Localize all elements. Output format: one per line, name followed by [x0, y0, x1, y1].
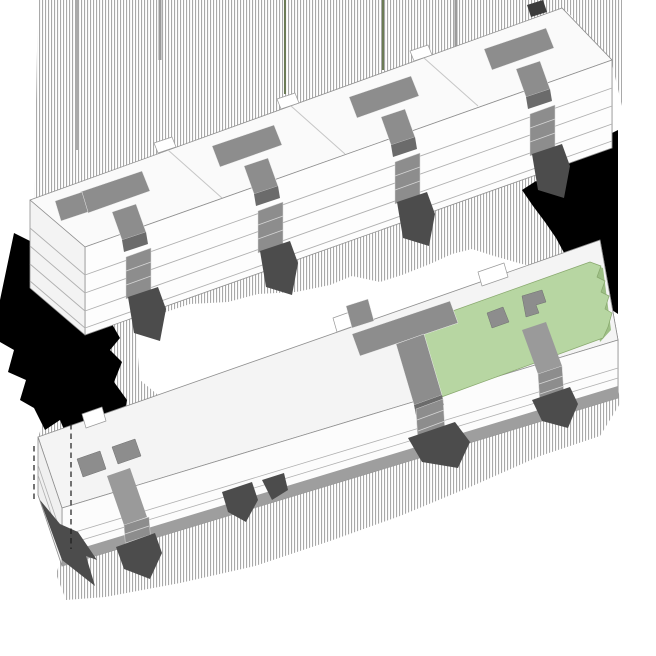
- core-1-shaft-line-b: [125, 275, 152, 286]
- core-3-stem-end: [391, 137, 417, 157]
- lower-shadow-jag-2: [262, 473, 288, 500]
- green-zone-shaft-shadow: [532, 387, 578, 428]
- core-3-ground-shadow: [397, 192, 435, 246]
- lower-t-core-bar: [351, 300, 459, 357]
- module-joint-line-1: [167, 149, 223, 199]
- core-2-ground-shadow: [260, 241, 298, 295]
- core-4-ground-shadow: [532, 144, 570, 198]
- upper-block-left-face: [29, 199, 86, 336]
- lower-t-core-shaft-line-b: [417, 420, 446, 432]
- core-4-stem-end: [526, 89, 552, 109]
- lower-t-core-shaft-line-a: [416, 409, 445, 421]
- core-4-bar: [483, 27, 555, 71]
- far-core-cap: [527, 0, 547, 17]
- lower-corridor-shaft-line-a: [124, 525, 150, 535]
- module-joint-line-3: [423, 57, 479, 107]
- parapet-notch-1: [153, 136, 177, 154]
- core-1-bar-extension: [54, 191, 89, 222]
- core-1-shaft-line-a: [125, 261, 152, 272]
- lower-t-core-shadow: [408, 422, 470, 468]
- upper-floor-line-1: [29, 87, 613, 276]
- core-4-shaft-line-a: [529, 118, 556, 129]
- lower-slab-bottom-band: [62, 386, 618, 566]
- core-1-ground-shadow: [128, 287, 166, 341]
- core-1-stem-end: [122, 232, 148, 252]
- lower-parapet-notch-1: [81, 406, 107, 429]
- module-joint-line-2: [290, 105, 346, 155]
- core-3-bar: [348, 75, 420, 119]
- core-2-bar: [211, 124, 283, 168]
- lower-core-square-1: [76, 450, 107, 478]
- parapet-notch-3: [409, 44, 433, 62]
- core-4-shaft-line-b: [529, 132, 556, 143]
- hatch-shadow-upper: [34, 0, 622, 203]
- hatch-shadow-lower: [56, 390, 621, 600]
- green-zone-shaft-line-b: [539, 385, 565, 395]
- core-2-shaft-line-a: [257, 215, 284, 226]
- upper-floor-line-2: [29, 105, 613, 294]
- green-zone-core-square: [486, 306, 510, 329]
- upper-floor-line-4: [29, 140, 613, 329]
- green-zone-shaft-line-a: [538, 375, 564, 385]
- core-3-shaft-line-b: [394, 180, 421, 191]
- lower-parapet-notch-3: [477, 262, 509, 287]
- core-2-stem-end: [254, 186, 280, 206]
- lower-t-core-rear-block: [345, 298, 375, 329]
- upper-floor-line-3: [29, 123, 613, 312]
- core-3-shaft-line-a: [394, 166, 421, 177]
- lower-core-square-2: [111, 438, 142, 465]
- green-zone-core-l-block: [521, 289, 547, 318]
- parapet-notch-2: [276, 92, 300, 110]
- lower-corridor: [107, 468, 147, 525]
- lower-left-end-shadow: [40, 500, 97, 586]
- green-zone-corridor: [522, 322, 562, 374]
- core-2-shaft-line-b: [257, 229, 284, 240]
- lower-corridor-shadow: [116, 533, 162, 579]
- lower-shadow-jag-1: [222, 482, 258, 522]
